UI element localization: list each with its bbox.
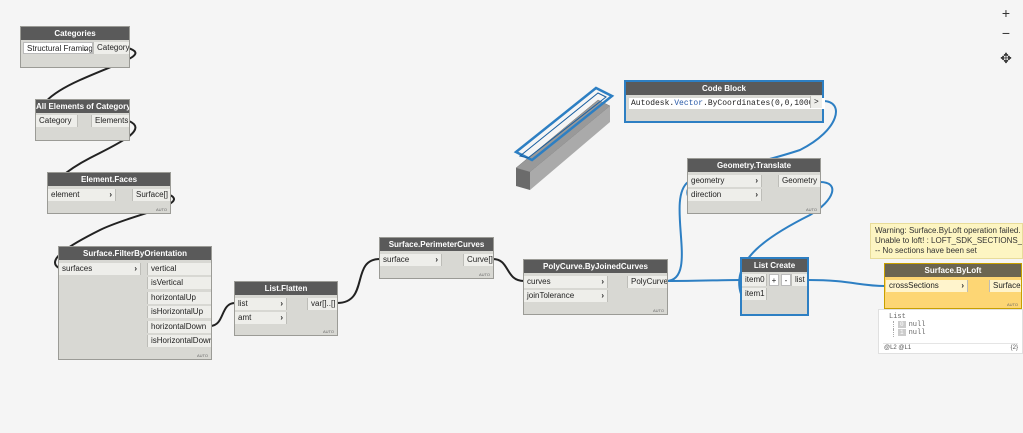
zoom-out-button[interactable]: −: [1001, 25, 1011, 41]
category-dropdown[interactable]: Structural Framing ⌄: [23, 42, 93, 54]
node-title: List Create: [742, 259, 807, 272]
code-block-editor[interactable]: Autodesk.Vector.ByCoordinates(0,0,1000);: [629, 98, 826, 109]
output-port-surfaces[interactable]: Surface[]: [132, 189, 170, 201]
wire-polycurve-listcreate: [665, 279, 742, 282]
lacing-label: AUTO: [805, 207, 817, 212]
output-port-isvertical[interactable]: isVertical: [147, 277, 211, 289]
chevron-down-icon: ⌄: [82, 44, 89, 53]
input-port-crosssections[interactable]: crossSections›: [886, 280, 968, 292]
node-title: Element.Faces: [48, 173, 170, 186]
node-polycurve-by-joined-curves[interactable]: PolyCurve.ByJoinedCurves curves› joinTol…: [523, 259, 668, 315]
output-port-category[interactable]: Category: [93, 42, 129, 54]
node-surface-perimeter-curves[interactable]: Surface.PerimeterCurves surface› Curve[]…: [379, 237, 494, 279]
preview-list-header: List: [889, 313, 906, 321]
wire-flatten-perimeter: [336, 258, 381, 304]
preview-levels: @L2 @L1: [884, 345, 912, 351]
lacing-label: AUTO: [478, 272, 490, 277]
wire-listcreate-loft: [807, 279, 886, 287]
remove-input-button[interactable]: -: [781, 274, 791, 286]
node-list-create[interactable]: List Create item0 item1 + - list: [740, 257, 809, 316]
node-all-elements-of-category[interactable]: All Elements of Category Category Elemen…: [35, 99, 130, 141]
chevron-right-icon: ›: [961, 281, 964, 290]
output-port-curves[interactable]: Curve[]: [463, 254, 493, 266]
output-port-surface[interactable]: Surface: [989, 280, 1021, 292]
output-port-horizontalup[interactable]: horizontalUp: [147, 292, 211, 304]
zoom-in-button[interactable]: +: [1001, 5, 1011, 21]
input-port-category[interactable]: Category: [36, 115, 78, 127]
lacing-label: AUTO: [196, 353, 208, 358]
wire-polycurve-translate: [665, 181, 689, 282]
node-title: PolyCurve.ByJoinedCurves: [524, 260, 667, 273]
chevron-right-icon: ›: [280, 313, 283, 322]
output-port-code[interactable]: >: [810, 96, 822, 108]
input-port-curves[interactable]: curves›: [524, 276, 608, 288]
add-input-button[interactable]: +: [769, 274, 779, 286]
node-element-faces[interactable]: Element.Faces element› Surface[] AUTO: [47, 172, 171, 214]
beam-preview-geometry: [513, 86, 615, 190]
node-code-block[interactable]: Code Block Autodesk.Vector.ByCoordinates…: [624, 80, 826, 123]
input-port-element[interactable]: element›: [48, 189, 116, 201]
warning-tooltip: Warning: Surface.ByLoft operation failed…: [870, 223, 1023, 259]
node-title: Surface.ByLoft: [885, 264, 1021, 277]
output-port-ishorizontaldown[interactable]: isHorizontalDown: [147, 335, 211, 347]
output-port-elements[interactable]: Elements: [91, 115, 129, 127]
wire-filter-flatten: [209, 302, 236, 327]
chevron-right-icon: ›: [134, 264, 137, 273]
input-port-list[interactable]: list›: [235, 298, 287, 310]
chevron-right-icon: ›: [755, 176, 758, 185]
wire-perimeter-polycurve: [492, 258, 525, 282]
chevron-right-icon: ›: [601, 277, 604, 286]
chevron-right-icon: ›: [280, 299, 283, 308]
node-title: Surface.PerimeterCurves: [380, 238, 493, 251]
output-port-vertical[interactable]: vertical: [147, 263, 211, 275]
node-title: List.Flatten: [235, 282, 337, 295]
node-title: All Elements of Category: [36, 100, 129, 113]
input-port-jointolerance[interactable]: joinTolerance›: [524, 290, 608, 302]
input-port-surfaces[interactable]: surfaces›: [59, 263, 141, 275]
node-surface-filter-by-orientation[interactable]: Surface.FilterByOrientation surfaces› ve…: [58, 246, 212, 360]
node-list-flatten[interactable]: List.Flatten list› amt› var[]..[] AUTO: [234, 281, 338, 336]
node-title: Geometry.Translate: [688, 159, 820, 172]
node-categories[interactable]: Categories Structural Framing ⌄ Category: [20, 26, 130, 68]
pan-icon[interactable]: ✥: [1000, 50, 1012, 66]
input-port-direction[interactable]: direction›: [688, 189, 762, 201]
node-title: Categories: [21, 27, 129, 40]
input-port-item1[interactable]: item1: [742, 288, 767, 300]
node-title: Code Block: [626, 82, 822, 95]
output-port-var[interactable]: var[]..[]: [307, 298, 337, 310]
chevron-right-icon: ›: [435, 255, 438, 264]
output-port-polycurve[interactable]: PolyCurve: [627, 276, 667, 288]
lacing-label: AUTO: [155, 207, 167, 212]
chevron-right-icon: ›: [755, 190, 758, 199]
output-port-geometry[interactable]: Geometry: [778, 175, 820, 187]
chevron-right-icon: ›: [109, 190, 112, 199]
preview-count: {2}: [1010, 345, 1018, 351]
output-port-list[interactable]: list: [791, 274, 807, 286]
chevron-right-icon: ›: [601, 291, 604, 300]
output-port-ishorizontalup[interactable]: isHorizontalUp: [147, 306, 211, 318]
input-port-geometry[interactable]: geometry›: [688, 175, 762, 187]
node-title: Surface.FilterByOrientation: [59, 247, 211, 260]
lacing-label: AUTO: [322, 329, 334, 334]
node-surface-by-loft[interactable]: Surface.ByLoft crossSections› Surface AU…: [884, 263, 1022, 309]
input-port-item0[interactable]: item0: [742, 274, 767, 286]
lacing-label: AUTO: [1006, 302, 1018, 307]
output-port-horizontaldown[interactable]: horizontalDown: [147, 321, 211, 333]
input-port-amt[interactable]: amt›: [235, 312, 287, 324]
node-geometry-translate[interactable]: Geometry.Translate geometry› direction› …: [687, 158, 821, 214]
lacing-label: AUTO: [652, 308, 664, 313]
input-port-surface[interactable]: surface›: [380, 254, 442, 266]
